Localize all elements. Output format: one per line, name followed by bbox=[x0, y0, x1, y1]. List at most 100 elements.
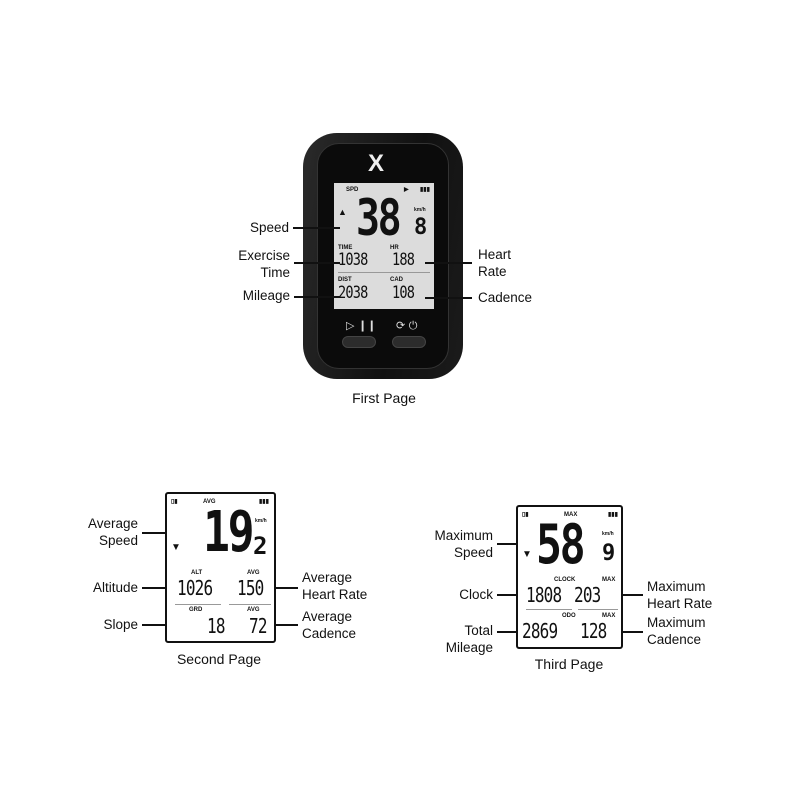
label-slope: Slope bbox=[40, 616, 138, 633]
label-text: Cadence bbox=[302, 626, 357, 641]
logo: X bbox=[368, 150, 385, 177]
spd-label: SPD bbox=[346, 187, 359, 193]
label-text: Average bbox=[302, 609, 353, 624]
label-text: Speed bbox=[249, 220, 289, 235]
hr-value: 188 bbox=[392, 250, 415, 270]
label-text: Maximum bbox=[647, 579, 706, 594]
gps-bike-computer: X SPD ▶ ▮▮▮ ▲ 38 km/h 8 TIME HR 1038 188… bbox=[303, 133, 463, 379]
refresh-power-icon: ⟳ ⏻ bbox=[396, 319, 418, 332]
max-label: MAX bbox=[564, 512, 578, 518]
label-text: Rate bbox=[478, 264, 507, 279]
speed-value: 58 bbox=[536, 513, 586, 576]
leader-line bbox=[293, 227, 340, 229]
label-text: Maximum bbox=[647, 615, 706, 630]
leader-line bbox=[276, 624, 298, 626]
divider bbox=[338, 272, 430, 273]
divider bbox=[526, 609, 572, 610]
leader-line bbox=[497, 594, 516, 596]
leader-line bbox=[142, 532, 165, 534]
unit-label: km/h bbox=[414, 207, 426, 213]
avg-hr-value: 150 bbox=[237, 576, 264, 600]
max-hr-label: MAX bbox=[602, 577, 616, 583]
leader-line bbox=[623, 594, 643, 596]
label-text: Average bbox=[302, 570, 353, 585]
time-label: TIME bbox=[338, 245, 353, 251]
clock-label: CLOCK bbox=[554, 577, 576, 583]
second-page-caption: Second Page bbox=[176, 651, 262, 667]
max-hr-value: 203 bbox=[574, 583, 601, 607]
slope-value: 18 bbox=[207, 614, 225, 638]
leader-line bbox=[425, 262, 472, 264]
label-text: Slope bbox=[103, 617, 138, 632]
avg-hr-label: AVG bbox=[247, 570, 260, 576]
leader-line bbox=[294, 296, 340, 298]
avg-label: AVG bbox=[203, 499, 216, 505]
label-text: Mileage bbox=[445, 640, 493, 655]
label-text: Cadence bbox=[647, 632, 702, 647]
hr-label: HR bbox=[390, 245, 399, 251]
down-arrow-icon: ▼ bbox=[171, 542, 181, 553]
label-text: Mileage bbox=[242, 288, 290, 303]
second-page-screen: ▯▮ AVG ▮▮▮ ▼ 19 km/h 2 ALT AVG 1026 150 … bbox=[165, 492, 276, 643]
dist-value: 2038 bbox=[338, 283, 368, 303]
down-arrow-icon: ▼ bbox=[522, 549, 532, 560]
label-mileage: Mileage bbox=[200, 287, 290, 304]
label-clock: Clock bbox=[393, 586, 493, 603]
divider bbox=[175, 604, 221, 605]
divider bbox=[578, 609, 618, 610]
alt-label: ALT bbox=[191, 570, 203, 576]
unit-label: km/h bbox=[255, 518, 267, 524]
leader-line bbox=[497, 631, 516, 633]
battery-icon: ▮▮▮ bbox=[259, 499, 269, 505]
clock-value: 1808 bbox=[526, 583, 562, 607]
speed-decimal: 2 bbox=[253, 532, 268, 560]
speed-value: 38 bbox=[356, 189, 402, 247]
label-text: Time bbox=[260, 265, 291, 280]
avg-cad-value: 72 bbox=[249, 614, 267, 638]
speed-value: 19 bbox=[203, 500, 255, 565]
cad-value: 108 bbox=[392, 283, 415, 303]
leader-line bbox=[623, 631, 643, 633]
right-button[interactable] bbox=[392, 336, 426, 348]
label-text: Exercise bbox=[238, 248, 290, 263]
device-face: X SPD ▶ ▮▮▮ ▲ 38 km/h 8 TIME HR 1038 188… bbox=[317, 143, 449, 369]
dist-label: DIST bbox=[338, 277, 352, 283]
label-altitude: Altitude bbox=[40, 579, 138, 596]
odo-label: ODO bbox=[562, 613, 576, 619]
label-text: Heart Rate bbox=[647, 596, 713, 611]
odo-value: 2869 bbox=[522, 619, 558, 643]
time-value: 1038 bbox=[338, 250, 368, 270]
label-text: Cadence bbox=[478, 290, 533, 305]
max-cad-value: 128 bbox=[580, 619, 607, 643]
cad-label: CAD bbox=[390, 277, 403, 283]
leader-line bbox=[142, 624, 165, 626]
leader-line bbox=[497, 543, 516, 545]
left-button[interactable] bbox=[342, 336, 376, 348]
play-icon: ▶ bbox=[404, 187, 409, 193]
label-text: Altitude bbox=[92, 580, 138, 595]
leader-line bbox=[425, 297, 472, 299]
label-cadence: Cadence bbox=[478, 289, 532, 306]
max-cad-label: MAX bbox=[602, 613, 616, 619]
leader-line bbox=[276, 587, 298, 589]
label-text: Speed bbox=[453, 545, 493, 560]
altitude-value: 1026 bbox=[177, 576, 213, 600]
signal-icon: ▯▮ bbox=[522, 512, 529, 518]
speed-decimal: 8 bbox=[414, 215, 428, 240]
up-arrow-icon: ▲ bbox=[338, 207, 347, 217]
label-text: Clock bbox=[459, 587, 493, 602]
leader-line bbox=[142, 587, 165, 589]
play-pause-icon: ▷ ❙❙ bbox=[346, 319, 377, 332]
lcd-screen: SPD ▶ ▮▮▮ ▲ 38 km/h 8 TIME HR 1038 188 D… bbox=[334, 183, 434, 309]
third-page-caption: Third Page bbox=[534, 656, 604, 672]
label-text: Average bbox=[87, 516, 138, 531]
label-text: Total bbox=[464, 623, 493, 638]
